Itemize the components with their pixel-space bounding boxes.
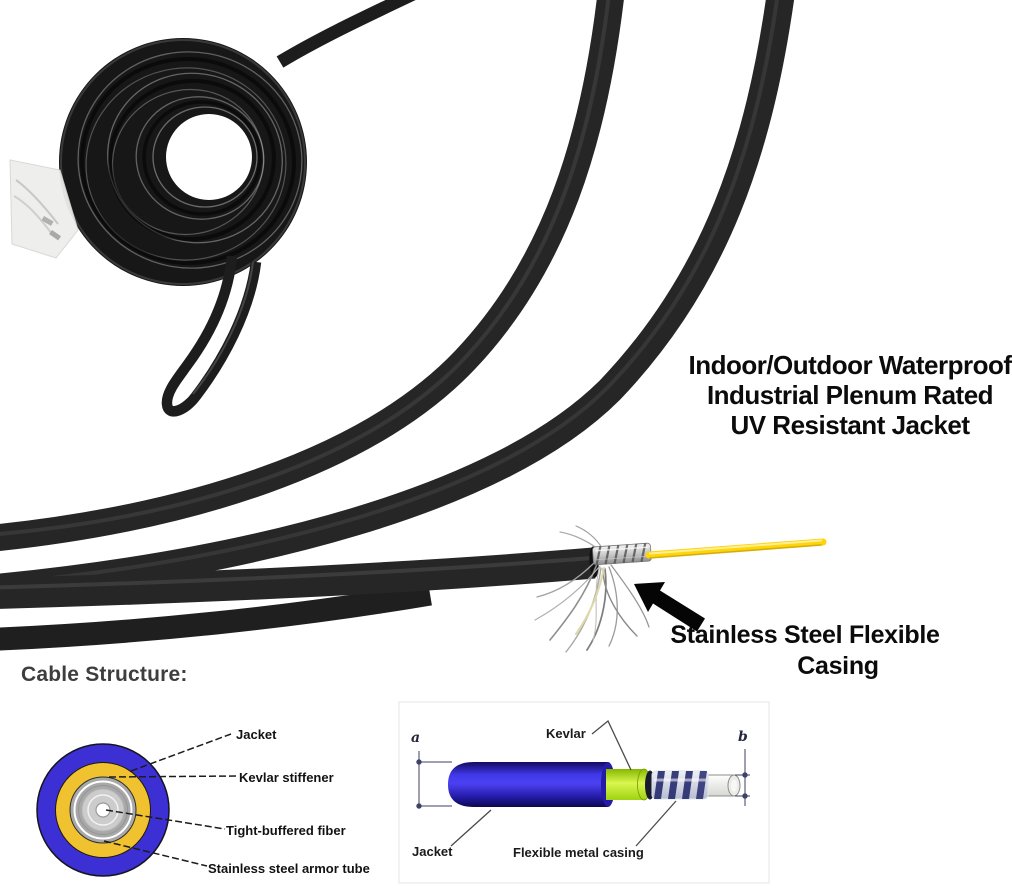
dimension-a xyxy=(416,751,452,809)
cs-leader-lines xyxy=(103,733,238,867)
coil-tail xyxy=(276,0,416,68)
cutaway-tube-bore xyxy=(731,779,737,792)
arc-right-sheen xyxy=(0,0,779,586)
connector-ferrule-2 xyxy=(49,230,62,241)
cutaway-diagram xyxy=(398,701,770,884)
cs-ring-gap xyxy=(73,780,133,840)
cutaway-marker-b: b xyxy=(738,729,748,745)
connector-bag xyxy=(9,159,79,259)
cutaway-label-jacket: Jacket xyxy=(412,844,453,859)
cs-buffer-ring xyxy=(87,794,119,826)
cross-section-diagram xyxy=(36,733,238,877)
cutaway-label-kevlar: Kevlar xyxy=(546,726,586,741)
cs-label-armor: Stainless steel armor tube xyxy=(208,861,370,876)
callout-arrow-icon xyxy=(634,582,705,632)
headline-line2: Industrial Plenum Rated xyxy=(706,380,994,410)
connector-ferrule-1 xyxy=(41,216,54,226)
cable-arcs xyxy=(0,0,795,651)
casing-callout-line2: Casing xyxy=(797,652,879,680)
braid-coils xyxy=(595,543,647,565)
bag-body xyxy=(9,159,79,259)
coil-hanging-loop xyxy=(161,255,262,417)
cutaway-metal-casing xyxy=(651,770,709,800)
cable-arc-left xyxy=(0,0,624,552)
pigtail-1 xyxy=(15,179,59,225)
cable-strand-lower xyxy=(0,582,432,651)
loop-sheen xyxy=(192,261,254,395)
cutaway-label-casing: Flexible metal casing xyxy=(513,845,644,860)
cs-ring-inner-armor xyxy=(78,785,128,835)
section-title: Cable Structure: xyxy=(21,663,188,686)
headline-text: Indoor/Outdoor Waterproof Industrial Ple… xyxy=(688,350,1012,440)
pigtail-2 xyxy=(13,195,53,235)
fiber-strand xyxy=(645,538,827,559)
cs-label-jacket: Jacket xyxy=(236,727,277,742)
dimension-b xyxy=(735,749,750,806)
frayed-strands xyxy=(534,525,650,653)
main-cable-sheen xyxy=(0,556,593,590)
cutaway-marker-a: a xyxy=(411,730,421,746)
cs-label-fiber: Tight-buffered fiber xyxy=(226,823,346,838)
cable-coil xyxy=(59,0,416,417)
casing-callout-line1: Stainless Steel Flexible xyxy=(670,621,940,649)
headline-line1: Indoor/Outdoor Waterproof xyxy=(688,350,1012,380)
steel-braid-section xyxy=(592,542,652,566)
cutaway-jacket-cylinder xyxy=(448,762,608,807)
cable-arc-right xyxy=(0,0,795,602)
cs-label-kevlar: Kevlar stiffener xyxy=(239,770,334,785)
braid-highlight-2 xyxy=(596,555,650,561)
cutaway-leader-lines xyxy=(450,719,677,847)
braid-highlight xyxy=(595,546,649,552)
coil-strand-highlights xyxy=(60,39,306,285)
arc-left-sheen xyxy=(0,0,611,536)
headline-line3: UV Resistant Jacket xyxy=(730,410,970,440)
